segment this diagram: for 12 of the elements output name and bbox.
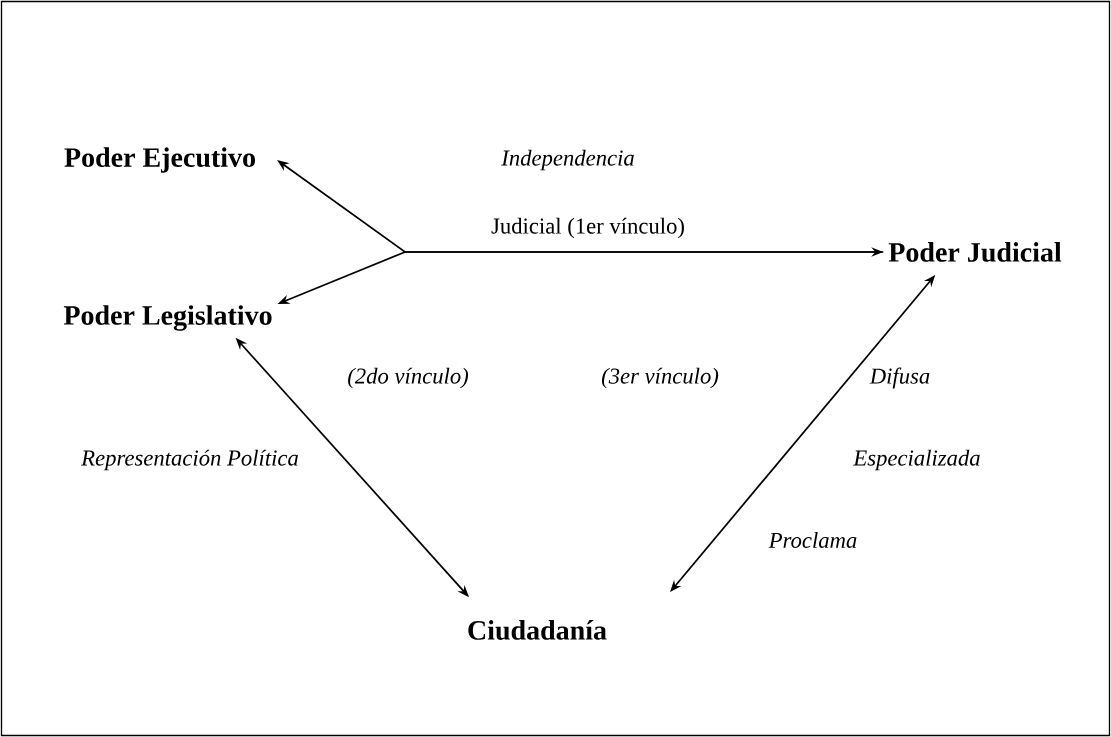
node-label: Poder Ejecutivo — [64, 147, 255, 173]
node-label: Poder Legislativo — [63, 305, 272, 331]
edge-label: Judicial (1er vínculo) — [489, 216, 687, 240]
text-label: (2do vínculo) — [348, 367, 469, 389]
node-label: Ciudadanía — [468, 620, 607, 640]
node-label: Poder Judicial — [888, 242, 1062, 262]
text-label: Proclama — [768, 532, 857, 548]
text-label: Independencia — [501, 149, 634, 171]
text-label: Especializada — [853, 449, 980, 471]
text-label: (3er vínculo) — [601, 367, 719, 389]
text-label: Representación Política — [81, 449, 298, 471]
text-label: Difusa — [869, 367, 930, 389]
